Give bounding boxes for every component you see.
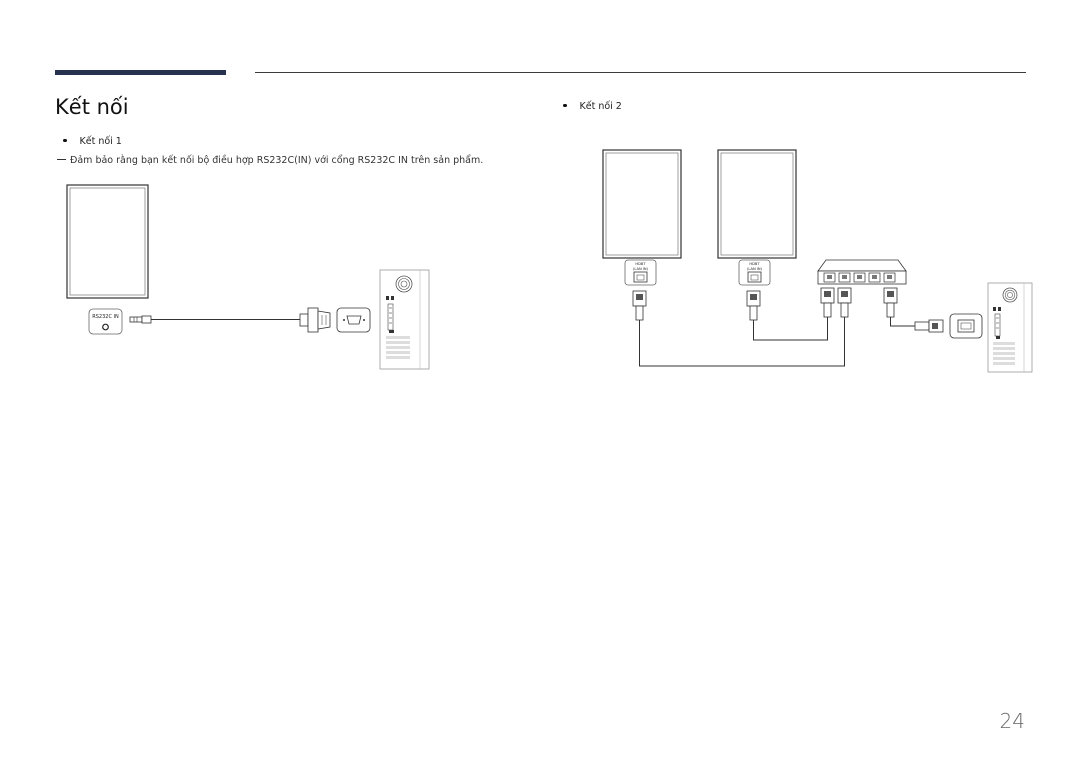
hdbt-port-icon: HDBT (LAN IN) [738, 259, 771, 286]
pc-lan-port-icon [949, 313, 983, 339]
page-title: Kết nối [55, 95, 129, 119]
pc-tower-icon [379, 269, 430, 370]
rs232c-port-label: RS232C IN [92, 314, 119, 320]
bullet-icon [563, 103, 567, 108]
stereo-plug-icon [129, 315, 152, 324]
note-dash-icon [57, 159, 66, 160]
connection2-diagram: HDBT (LAN IN) HDBT (LAN IN) [602, 149, 1033, 373]
hdbt-port-label-line1: HDBT [635, 262, 646, 266]
hdbt-port-icon: HDBT (LAN IN) [624, 259, 657, 286]
page-number: 24 [999, 709, 1025, 733]
connection1-note-text: Đảm bảo rằng bạn kết nối bộ điều hợp RS2… [70, 155, 484, 166]
pc-tower-icon [987, 282, 1033, 373]
connection1-diagram: RS232C IN [66, 184, 430, 370]
connection1-heading: Kết nối 1 [63, 136, 122, 147]
hdbt-port-label-line1: HDBT [749, 262, 760, 266]
hdbt-port-label-line2: (LAN IN) [633, 267, 649, 271]
rj45-plug-icon [883, 287, 898, 318]
db9-connector-icon [299, 307, 331, 333]
header-accent-bar [55, 70, 226, 75]
lan-cable-display2 [753, 317, 828, 341]
display-icon [602, 149, 682, 259]
rj45-plug-icon [746, 290, 761, 321]
rj45-plug-icon [837, 287, 852, 318]
lan-cable-display1 [639, 317, 845, 367]
connection1-label: Kết nối 1 [79, 136, 122, 147]
rj45-plug-icon [914, 319, 944, 333]
rj45-plug-icon [632, 290, 647, 321]
connection1-note: Đảm bảo rằng bạn kết nối bộ điều hợp RS2… [57, 155, 483, 166]
display-icon [66, 184, 149, 299]
header-rule [255, 72, 1026, 73]
lan-cable-pc [890, 317, 915, 327]
rj45-plug-icon [820, 287, 835, 318]
network-switch-icon [817, 259, 907, 285]
connection2-label: Kết nối 2 [579, 101, 622, 112]
bullet-icon [63, 138, 67, 143]
hdbt-port-label-line2: (LAN IN) [747, 267, 763, 271]
connection2-heading: Kết nối 2 [563, 101, 622, 112]
display-icon [717, 149, 797, 259]
rs232c-port-icon: RS232C IN [88, 308, 123, 335]
pc-serial-port-icon [336, 307, 371, 333]
